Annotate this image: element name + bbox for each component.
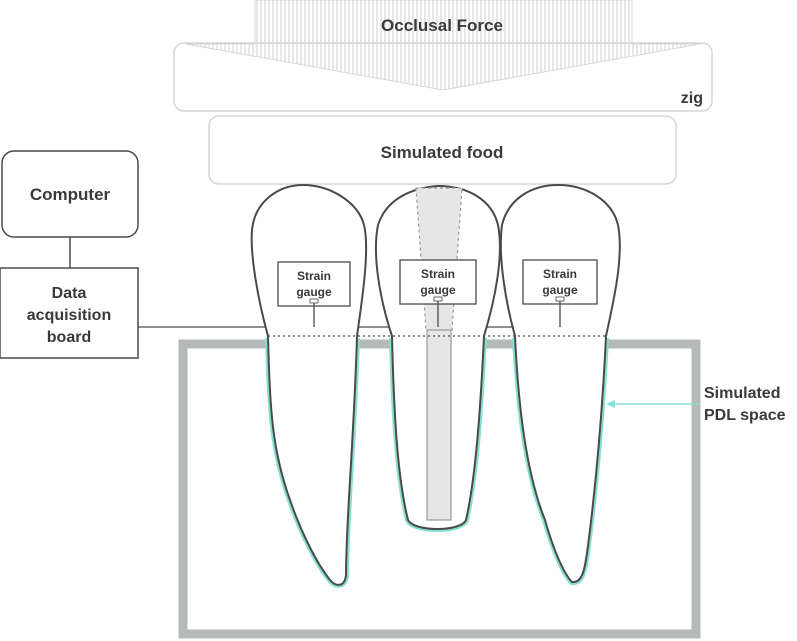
strain-gauge-right-line2: gauge <box>542 283 578 297</box>
computer-label: Computer <box>30 185 111 204</box>
zig-label: zig <box>681 90 703 107</box>
tooth-left <box>250 183 368 588</box>
strain-gauge-middle-sensor <box>433 296 443 302</box>
strain-gauge-left-line1: Strain <box>297 269 331 283</box>
strain-gauge-right-line1: Strain <box>543 267 577 281</box>
simulated-food-label: Simulated food <box>381 143 504 162</box>
daq-label-line2: acquisition <box>27 307 111 324</box>
tooth-right-outline <box>499 183 621 584</box>
strain-gauge-left: Strain gauge <box>277 261 351 327</box>
strain-gauge-left-line2: gauge <box>296 285 332 299</box>
tooth-middle <box>375 184 501 532</box>
strain-gauge-left-sensor <box>309 298 319 304</box>
strain-gauge-right: Strain gauge <box>522 259 598 327</box>
pdl-label-line1: Simulated <box>704 385 780 402</box>
occlusal-force-label: Occlusal Force <box>381 16 503 35</box>
pdl-label-line2: PDL space <box>704 407 786 424</box>
post <box>426 329 452 521</box>
tooth-right <box>499 183 621 585</box>
occlusal-force-arrow <box>185 0 701 91</box>
daq-label-line3: board <box>47 329 91 346</box>
data-acquisition-board-box <box>0 267 139 359</box>
pdl-pointer-arrowhead <box>606 400 615 408</box>
strain-gauge-middle: Strain gauge <box>399 259 477 327</box>
simulated-food-block <box>208 115 677 185</box>
strain-gauge-middle-line1: Strain <box>421 267 455 281</box>
daq-label-line1: Data <box>52 285 87 302</box>
zig-block <box>173 42 713 112</box>
strain-gauge-right-sensor <box>555 296 565 302</box>
strain-gauge-middle-line2: gauge <box>420 283 456 297</box>
